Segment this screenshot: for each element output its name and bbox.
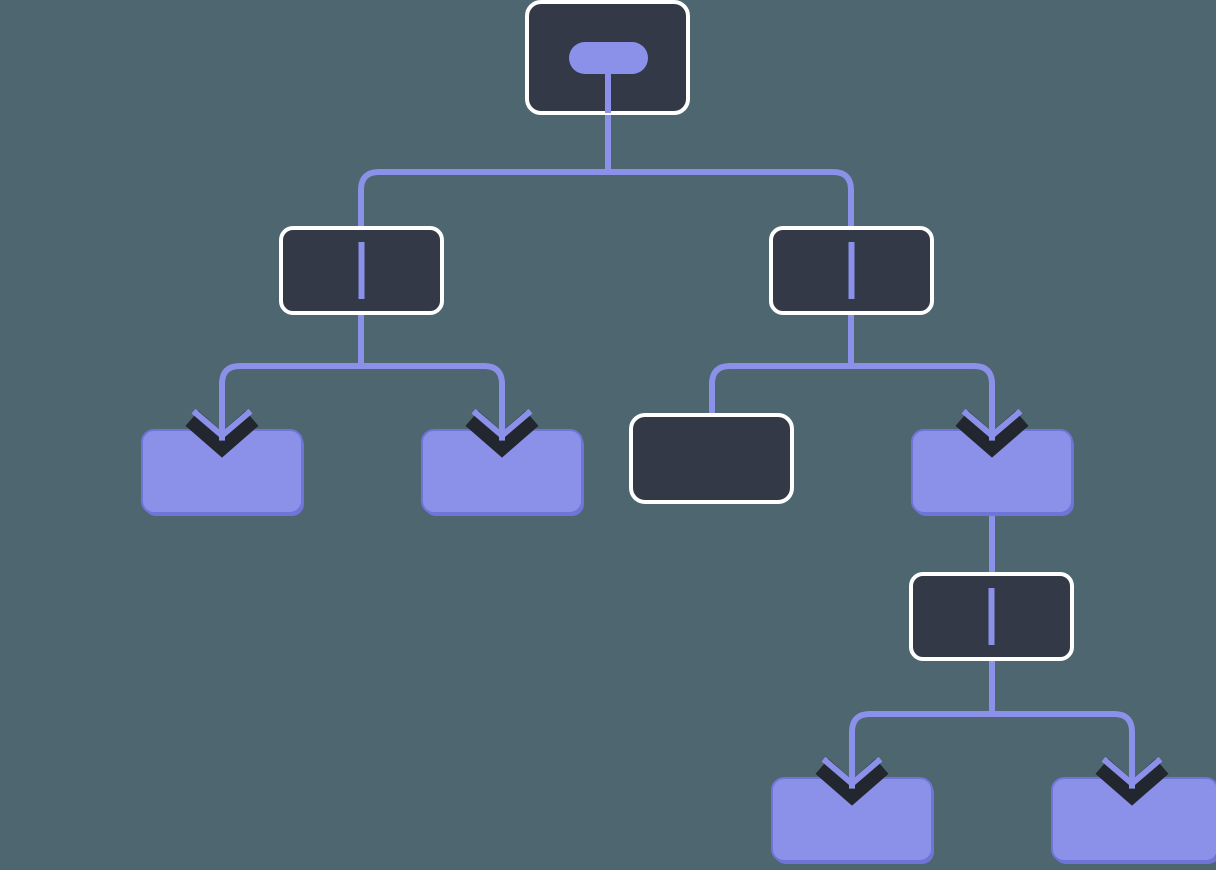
edge-level2-right-to-leaf-d[interactable] <box>848 313 995 440</box>
edge-level4-to-leaf-b-arrowhead[interactable] <box>1095 749 1169 806</box>
edge-level2-left-to-leaf-a[interactable] <box>219 313 364 440</box>
level3-leaf-d[interactable] <box>911 429 1074 516</box>
arrow-dark-chevron-icon <box>185 410 259 458</box>
node-passthrough-lines-layer <box>358 242 995 645</box>
edge-level4-to-leaf-a[interactable] <box>849 659 995 788</box>
level3-dark-node[interactable] <box>629 413 794 504</box>
edge-level2-right-to-dark-node[interactable] <box>709 313 854 415</box>
edge-level4-to-leaf-b[interactable] <box>989 659 1135 788</box>
level3-dark-node-body[interactable] <box>629 413 794 504</box>
arrow-dark-chevron-icon <box>955 410 1029 458</box>
level5-leaf-a[interactable] <box>771 777 934 864</box>
arrow-dark-chevron-icon <box>815 758 889 806</box>
arrow-dark-chevron-icon <box>1095 758 1169 806</box>
root-node-pill-stem <box>605 74 611 113</box>
edge-level2-right-to-leaf-d-arrowhead[interactable] <box>955 401 1029 458</box>
nodes-layer <box>141 0 1216 864</box>
root-node-pill-shape <box>569 42 648 74</box>
edge-root-to-level2-right[interactable] <box>605 113 854 228</box>
arrowheads-layer <box>185 401 1169 806</box>
edge-level2-left-to-leaf-b[interactable] <box>358 313 505 440</box>
level5-leaf-b[interactable] <box>1051 777 1216 864</box>
arrow-dark-chevron-icon <box>465 410 539 458</box>
root-node[interactable] <box>525 0 690 115</box>
level3-leaf-b[interactable] <box>421 429 584 516</box>
edge-level2-left-to-leaf-a-arrowhead[interactable] <box>185 401 259 458</box>
edge-level4-to-leaf-a-arrowhead[interactable] <box>815 749 889 806</box>
level3-leaf-a[interactable] <box>141 429 304 516</box>
edge-level2-left-to-leaf-b-arrowhead[interactable] <box>465 401 539 458</box>
edges-layer <box>219 113 1135 788</box>
